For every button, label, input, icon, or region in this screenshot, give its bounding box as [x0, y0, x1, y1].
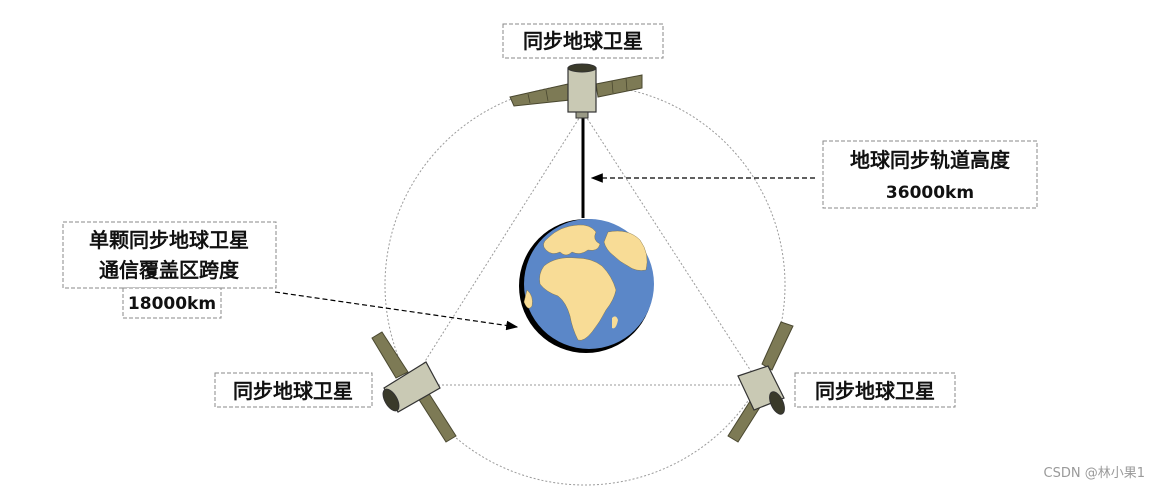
- label-satellite-top-text: 同步地球卫星: [523, 29, 643, 53]
- coverage-line1: 单颗同步地球卫星: [89, 228, 249, 252]
- coverage-triangle: [409, 111, 761, 386]
- coverage-line2: 通信覆盖区跨度: [99, 258, 240, 282]
- orbit-circle: [384, 84, 786, 486]
- label-satellite-right: 同步地球卫星: [794, 372, 956, 408]
- label-coverage: 单颗同步地球卫星 通信覆盖区跨度 18000km: [62, 221, 277, 319]
- satellite-right-icon: [727, 321, 794, 443]
- label-orbit-height: 地球同步轨道高度 36000km: [822, 140, 1038, 209]
- label-satellite-left: 同步地球卫星: [214, 372, 373, 408]
- coverage-arrow: [274, 291, 519, 331]
- watermark: CSDN @林小果1: [1043, 466, 1145, 481]
- orbit-height-value: 36000km: [886, 183, 974, 203]
- orbit-height-title: 地球同步轨道高度: [850, 148, 1011, 172]
- label-satellite-top: 同步地球卫星: [502, 23, 664, 59]
- satellite-left-icon: [371, 331, 457, 443]
- earth-icon: [519, 219, 654, 353]
- label-satellite-left-text: 同步地球卫星: [233, 379, 353, 403]
- satellite-top-icon: [509, 63, 643, 119]
- coverage-value: 18000km: [128, 294, 216, 314]
- label-satellite-right-text: 同步地球卫星: [815, 379, 935, 403]
